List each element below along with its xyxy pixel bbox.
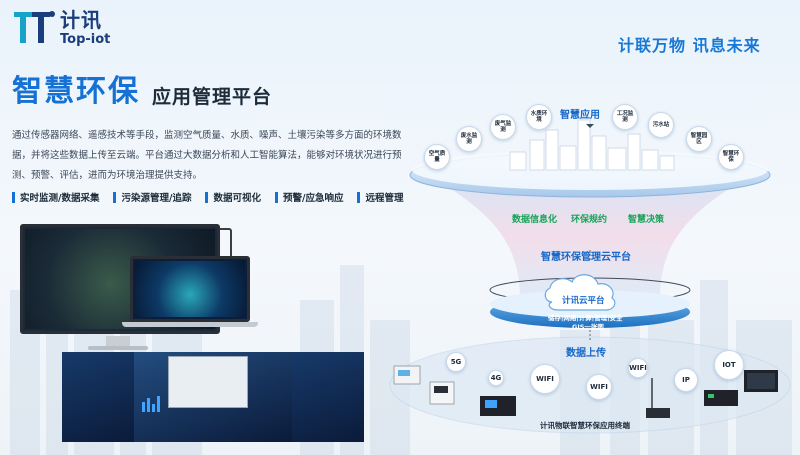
feature-item: 远程管理 bbox=[357, 190, 403, 204]
app-bubble: 污水站 bbox=[648, 112, 674, 138]
page-subtitle: 应用管理平台 bbox=[152, 86, 273, 108]
video-wall-map bbox=[168, 356, 248, 408]
brand-name-cn: 计讯 bbox=[60, 8, 102, 32]
feature-item: 数据可视化 bbox=[205, 190, 261, 204]
app-bubble: 智慧园区 bbox=[686, 126, 712, 152]
connectivity-bubble: IP bbox=[674, 368, 698, 392]
app-bubble: 空气质量 bbox=[424, 144, 450, 170]
device-meter bbox=[393, 365, 421, 385]
connectivity-bubble: 5G bbox=[446, 352, 466, 372]
feature-list: 实时监测/数据采集 污染源管理/追踪 数据可视化 预警/应急响应 远程管理 bbox=[12, 190, 403, 204]
upload-title: 数据上传 bbox=[566, 348, 606, 359]
brand-logo-icon bbox=[14, 11, 55, 43]
feature-item: 实时监测/数据采集 bbox=[12, 190, 99, 204]
video-wall-chart bbox=[142, 396, 160, 412]
device-gateway bbox=[704, 390, 738, 406]
connectivity-bubble: 4G bbox=[488, 370, 504, 386]
connectivity-bubble: WIFI bbox=[530, 364, 560, 394]
arrow-down-icon bbox=[586, 124, 594, 128]
device-panel bbox=[744, 370, 778, 392]
monitor-stand-base bbox=[88, 346, 148, 350]
app-bubble: 水质环境 bbox=[526, 104, 552, 130]
platform-feature: 环保规约 bbox=[571, 215, 608, 225]
app-bubble: 智慧环保 bbox=[718, 144, 744, 170]
laptop-base bbox=[122, 322, 258, 327]
cloud-icon bbox=[544, 274, 616, 311]
feature-item: 预警/应急响应 bbox=[274, 190, 343, 204]
laptop-device bbox=[130, 256, 250, 322]
page-title: 智慧环保 bbox=[12, 74, 140, 109]
description: 通过传感器网络、遥感技术等手段，监测空气质量、水质、噪声、土壤污染等多方面的环境… bbox=[12, 130, 402, 181]
terminal-caption: 计讯物联智慧环保应用终端 bbox=[540, 421, 630, 430]
connectivity-bubble: WIFI bbox=[586, 374, 612, 400]
monitor-stand bbox=[106, 336, 130, 346]
cloud-caption: 储存|网络|计算|管理|安全 bbox=[548, 314, 623, 322]
slogan: 计联万物 讯息未来 bbox=[618, 36, 761, 55]
brand-logo: 计讯 Top-iot bbox=[12, 8, 110, 48]
app-bubble: 废水监测 bbox=[456, 126, 482, 152]
terminal-devices bbox=[393, 365, 778, 418]
apps-title: 智慧应用 bbox=[560, 110, 600, 121]
app-bubble: 废气监测 bbox=[490, 114, 516, 140]
app-bubble: 工况监测 bbox=[612, 104, 638, 130]
connectivity-bubble: WIFI bbox=[628, 358, 648, 378]
brand-name-en: Top-iot bbox=[60, 32, 111, 47]
platform-feature: 智慧决策 bbox=[628, 215, 665, 225]
device-rtu bbox=[429, 381, 455, 405]
antenna-icon bbox=[646, 378, 670, 418]
cloud-caption: GIS一张图 bbox=[572, 323, 604, 331]
platform-feature: 数据信息化 bbox=[512, 215, 558, 225]
device-controller bbox=[480, 396, 516, 416]
cloud-label: 计讯云平台 bbox=[562, 296, 605, 306]
feature-item: 污染源管理/追踪 bbox=[113, 190, 191, 204]
platform-title: 智慧环保管理云平台 bbox=[541, 252, 631, 263]
connectivity-bubble: IOT bbox=[714, 350, 744, 380]
